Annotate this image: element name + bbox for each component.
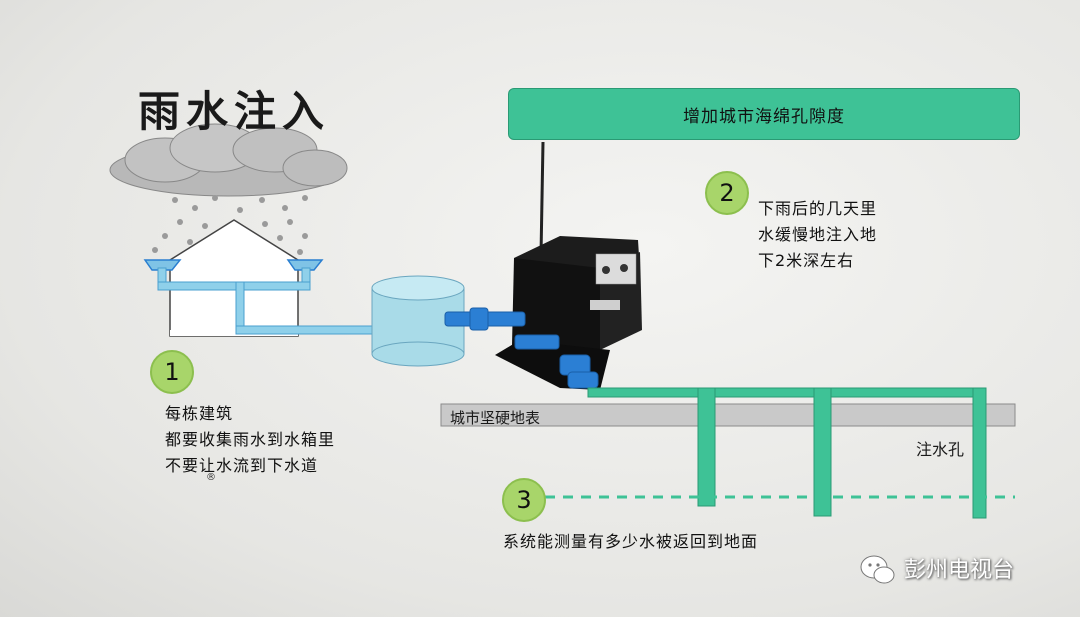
- wechat-icon: [860, 555, 895, 584]
- control-box-icon: [495, 236, 642, 390]
- house-icon: [169, 219, 299, 337]
- injection-pipes-icon: [444, 307, 599, 389]
- step-2-line-1: 下雨后的几天里: [758, 199, 878, 218]
- injection-hole-pipes: [587, 387, 987, 519]
- step-1-line-2: 都要收集雨水到水箱里: [165, 430, 336, 449]
- step-1-line-1: 每栋建筑: [165, 404, 234, 423]
- rain-cloud-icon: [109, 123, 348, 197]
- antenna-icon: [539, 141, 545, 256]
- watermark-text: 彭州电视台: [904, 558, 1015, 583]
- rain-downpipes: [157, 267, 377, 335]
- step-1-line-3: 不要让水流到下水道: [165, 456, 319, 475]
- step-2-badge: 2: [705, 171, 749, 215]
- ground-surface-label: 城市坚硬地表: [450, 409, 541, 427]
- sponge-city-banner: 增加城市海绵孔隙度: [508, 88, 1020, 140]
- step-2-line-3: 下2米深左右: [758, 251, 855, 270]
- registered-mark: ®: [206, 472, 216, 483]
- gutter-left-icon: [143, 259, 182, 271]
- step-1-badge: 1: [150, 350, 194, 394]
- hard-ground-surface: [440, 403, 1016, 427]
- injection-hole-label: 注水孔: [916, 440, 965, 459]
- banner-text: 增加城市海绵孔隙度: [683, 106, 845, 127]
- step-3-text: 系统能测量有多少水被返回到地面: [503, 532, 759, 551]
- watermark: 彭州电视台: [860, 552, 1014, 584]
- rain-drops-icon: [152, 195, 308, 255]
- step-3-badge: 3: [502, 478, 546, 522]
- gutter-right-icon: [286, 259, 324, 271]
- main-title: 雨水注入: [138, 87, 331, 136]
- step-2-line-2: 水缓慢地注入地: [758, 225, 878, 244]
